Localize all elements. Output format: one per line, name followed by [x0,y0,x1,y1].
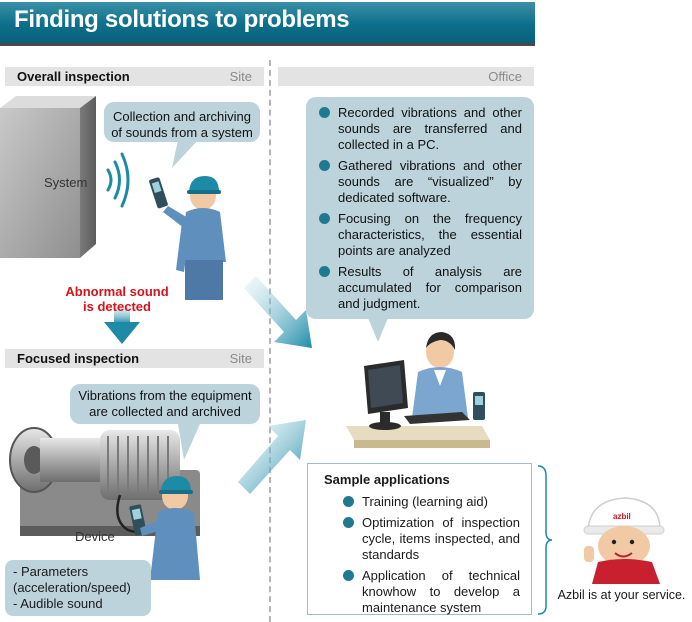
office-process-bubble: Recorded vibrations and other sounds are… [306,97,534,319]
office-item: Recorded vibrations and other sounds are… [316,105,522,153]
alert-line-2: is detected [58,299,176,314]
bubble-tail-2 [178,424,200,460]
office-item: Results of analysis are accumulated for … [316,264,522,312]
sample-item: Application of technical knowhow to deve… [340,568,520,616]
sample-applications-box: Sample applications Training (learning a… [307,463,532,615]
office-item: Focusing on the frequency characteristic… [316,211,522,259]
office-worker [412,332,468,418]
note-line: (acceleration/speed) [13,580,143,596]
office-process-list: Recorded vibrations and other sounds are… [316,105,522,312]
collection-bubble: Collection and archiving of sounds from … [104,102,260,142]
sample-brace [538,466,552,614]
sample-item: Training (learning aid) [340,494,520,510]
bubble-tail-1 [172,140,198,168]
alert-line-1: Abnormal sound [58,284,176,299]
recorder-device-icon [473,392,485,420]
note-line: - Audible sound [13,596,143,612]
device-label: Device [75,529,115,544]
inspector-figure [149,176,226,300]
azbil-mascot [584,498,664,584]
parameters-note: - Parameters (acceleration/speed) - Audi… [5,560,151,616]
office-desk [346,426,490,448]
vibration-bubble-text: Vibrations from the equipment are collec… [78,388,251,419]
mascot-caption: Azbil is at your service. [553,588,690,602]
sample-item: Optimization of inspection cycle, items … [340,515,520,563]
sample-applications-title: Sample applications [324,472,450,488]
arrow-to-office-1 [244,276,312,348]
mascot-helmet-logo: azbil [613,512,631,521]
sound-waves-icon [108,154,128,206]
system-label: System [44,175,87,190]
office-item: Gathered vibrations and other sounds are… [316,158,522,206]
bubble-tail-3 [368,318,388,342]
sample-applications-list: Training (learning aid) Optimization of … [340,494,520,621]
collection-bubble-text: Collection and archiving of sounds from … [111,109,253,140]
vibration-bubble: Vibrations from the equipment are collec… [70,384,260,424]
abnormal-sound-alert: Abnormal sound is detected [58,284,176,314]
note-line: - Parameters [13,564,143,580]
arrow-to-office-2 [238,420,306,494]
